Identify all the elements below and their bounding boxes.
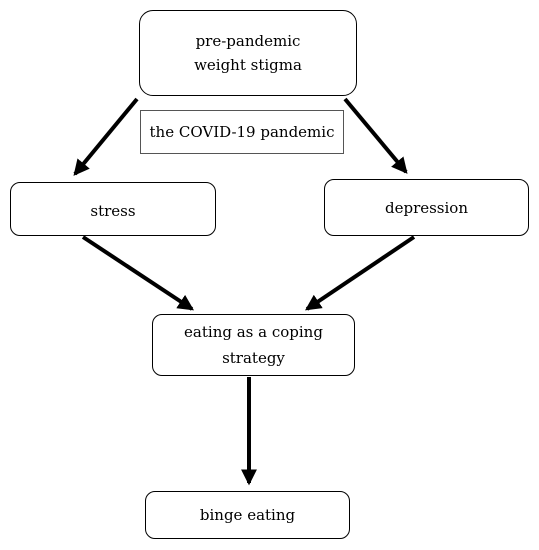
label-covid-pandemic: the COVID-19 pandemic xyxy=(140,110,344,154)
node-pre-pandemic-line2: weight stigma xyxy=(194,56,302,74)
arrow-pre-to-depression xyxy=(343,97,408,174)
arrow-depression-to-coping xyxy=(305,235,416,311)
arrow-stress-to-coping xyxy=(81,235,195,311)
node-eating-as-coping-strategy: eating as a coping strategy xyxy=(152,314,355,376)
arrow-pre-to-stress xyxy=(73,97,139,176)
label-covid-text: the COVID-19 pandemic xyxy=(149,123,335,141)
node-depression-label: depression xyxy=(384,198,468,217)
node-stress-label: stress xyxy=(90,202,136,220)
node-binge-label: binge eating xyxy=(199,506,296,524)
node-coping-line2: strategy xyxy=(222,349,285,367)
node-pre-pandemic-weight-stigma: pre-pandemic weight stigma xyxy=(139,10,357,96)
node-pre-pandemic-line1: pre-pandemic xyxy=(195,32,301,50)
node-coping-line1: eating as a coping xyxy=(184,323,323,341)
node-depression: depression xyxy=(324,179,529,236)
node-binge-eating: binge eating xyxy=(145,491,350,539)
node-stress: stress xyxy=(10,182,216,236)
